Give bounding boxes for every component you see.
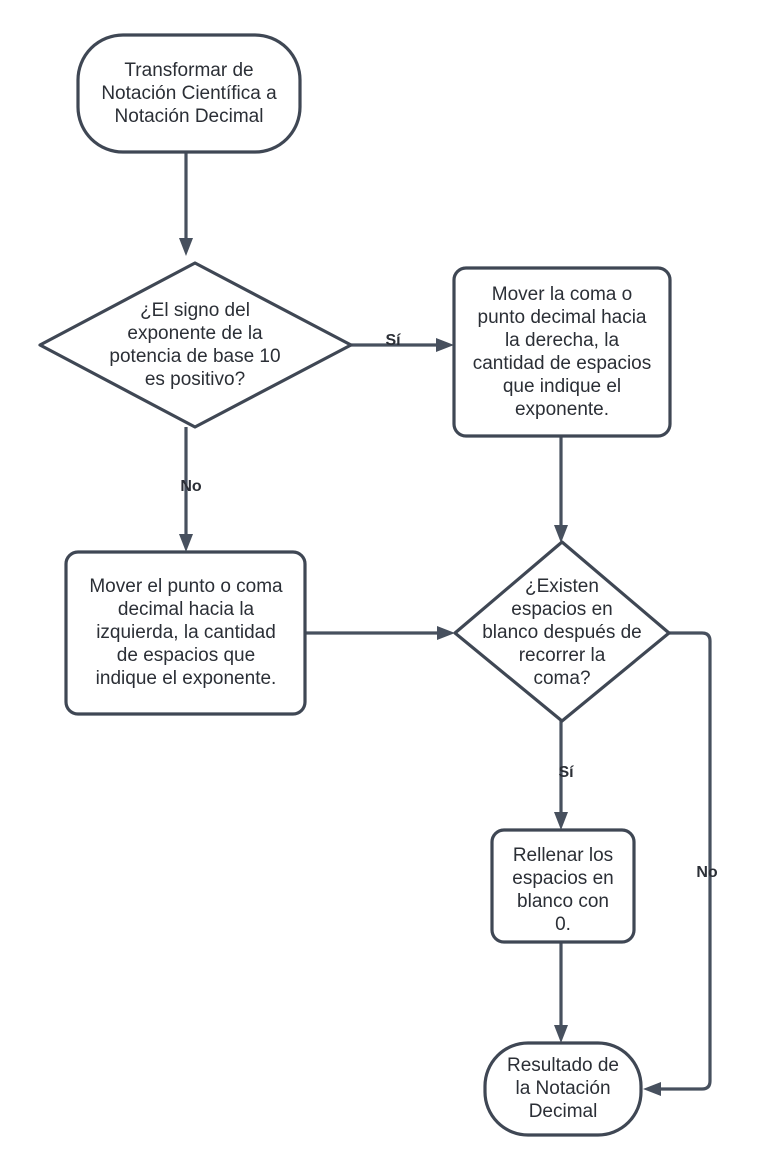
edge-label-si-blanks: Sí — [558, 764, 574, 781]
node-move-left-line-2: izquierda, la cantidad — [96, 622, 276, 643]
edge-decision-blanks-yes: Sí — [554, 720, 574, 830]
arrowhead-icon — [179, 534, 193, 552]
node-fill-zeros-line-1: espacios en — [512, 868, 613, 889]
node-fill-zeros-line-3: 0. — [555, 914, 571, 935]
edge-label-no-sign: No — [180, 478, 202, 495]
node-decision-blanks-line-4: coma? — [533, 668, 590, 689]
node-move-left-line-3: de espacios que — [117, 645, 255, 666]
edge-label-no-blanks: No — [696, 864, 718, 881]
node-move-left-line-1: decimal hacia la — [118, 599, 255, 620]
node-decision-blanks-line-1: espacios en — [511, 599, 612, 620]
node-result-line-0: Resultado de — [507, 1055, 619, 1076]
arrowhead-icon — [554, 1025, 568, 1043]
edge-decision-blanks-no: No — [643, 631, 718, 1096]
arrowhead-icon — [179, 238, 193, 256]
node-move-left-line-4: indique el exponente. — [96, 668, 277, 689]
node-result-line-2: Decimal — [529, 1101, 598, 1122]
node-decision-blanks-line-3: recorrer la — [519, 645, 606, 666]
node-start-shape — [76, 33, 302, 154]
node-move-right[interactable]: Mover la coma o punto decimal hacia la d… — [452, 266, 672, 438]
node-decision-sign[interactable]: ¿El signo del exponente de la potencia d… — [38, 261, 353, 429]
node-move-right-line-0: Mover la coma o — [492, 284, 632, 305]
edge-decision-sign-no: No — [179, 427, 202, 552]
node-move-right-line-5: exponente. — [515, 399, 609, 420]
node-start-line-1: Notación Científica a — [101, 83, 277, 104]
edge-decision-sign-yes: Sí — [351, 332, 454, 352]
node-result-shape — [483, 1041, 643, 1137]
node-move-left-line-0: Mover el punto o coma — [89, 576, 283, 597]
node-move-right-line-4: que indique el — [503, 376, 621, 397]
node-move-right-line-2: la derecha, la — [505, 330, 620, 351]
node-start[interactable]: Transformar de Notación Científica a Not… — [76, 33, 302, 154]
edge-start-to-decision-sign — [179, 152, 193, 256]
arrowhead-icon — [554, 812, 568, 830]
node-fill-zeros-shape — [490, 828, 636, 944]
node-move-right-shape — [452, 266, 672, 438]
node-start-line-0: Transformar de — [124, 60, 253, 81]
node-result-line-1: la Notación — [515, 1078, 610, 1099]
arrowhead-icon — [643, 1082, 661, 1096]
node-move-right-line-1: punto decimal hacia — [478, 307, 647, 328]
edge-line — [656, 631, 712, 1091]
node-decision-sign-line-0: ¿El signo del — [140, 300, 250, 321]
node-fill-zeros-line-0: Rellenar los — [513, 845, 613, 866]
node-result[interactable]: Resultado de la Notación Decimal — [483, 1041, 643, 1137]
node-decision-blanks-line-0: ¿Existen — [525, 576, 599, 597]
node-fill-zeros-line-2: blanco con — [517, 891, 609, 912]
node-decision-blanks-line-2: blanco después de — [482, 622, 642, 643]
edge-label-si-sign: Sí — [385, 332, 401, 349]
arrowhead-icon — [554, 525, 568, 543]
arrowhead-icon — [437, 626, 455, 640]
node-decision-sign-line-1: exponente de la — [127, 323, 263, 344]
node-move-left[interactable]: Mover el punto o coma decimal hacia la i… — [64, 550, 307, 716]
edge-move-left-to-decision-blanks — [305, 626, 455, 640]
edge-fill-zeros-to-result — [554, 942, 568, 1043]
edge-move-right-to-decision-blanks — [554, 436, 568, 543]
node-decision-sign-line-3: es positivo? — [145, 369, 245, 390]
node-decision-blanks-shape — [453, 540, 671, 723]
node-fill-zeros[interactable]: Rellenar los espacios en blanco con 0. — [490, 828, 636, 944]
node-move-right-line-3: cantidad de espacios — [473, 353, 652, 374]
node-decision-sign-shape — [38, 261, 353, 429]
node-move-left-shape — [64, 550, 307, 716]
arrowhead-icon — [436, 338, 454, 352]
node-decision-blanks[interactable]: ¿Existen espacios en blanco después de r… — [453, 540, 671, 723]
node-decision-sign-line-2: potencia de base 10 — [109, 346, 280, 367]
node-start-line-2: Notación Decimal — [115, 106, 264, 127]
